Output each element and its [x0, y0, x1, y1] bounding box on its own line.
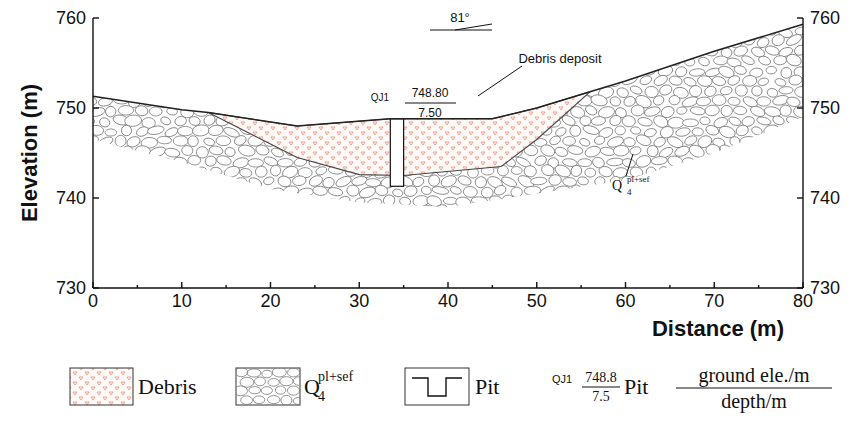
tick-label: 60: [615, 292, 635, 310]
stratum-superscript: pl+sef: [627, 175, 650, 184]
legend-label: Debris: [138, 376, 197, 398]
tick-label: 730: [810, 279, 840, 297]
axis-title: Elevation (m): [19, 84, 41, 222]
tick-label: 760: [810, 9, 840, 27]
tick-label: 760: [56, 9, 86, 27]
tick-label: 10: [172, 292, 192, 310]
ground-elevation: 748.80: [412, 87, 449, 99]
tick-label: 50: [527, 292, 547, 310]
tick-label: 740: [810, 189, 840, 207]
stratum-code: Q: [612, 179, 622, 193]
tick-label: 20: [260, 292, 280, 310]
tick-label: 750: [56, 99, 86, 117]
tick-label: 740: [56, 189, 86, 207]
tick-label: 730: [56, 279, 86, 297]
tick-label: 0: [88, 292, 98, 310]
legend-label: Q: [304, 376, 320, 398]
tick-label: 80: [793, 292, 813, 310]
ground-elevation: 748.8: [585, 371, 617, 385]
axis-title: Distance (m): [652, 318, 784, 340]
pit-id: QJ1: [552, 374, 572, 385]
legend-note: ground ele./m: [698, 365, 809, 385]
pit-depth: 7.5: [592, 390, 610, 404]
pit-depth: 7.50: [418, 107, 441, 119]
legend-label: Pit: [475, 376, 499, 398]
dip-angle: 81°: [450, 11, 470, 24]
tick-label: 30: [349, 292, 369, 310]
legend-note: depth/m: [721, 391, 787, 411]
tick-label: 40: [438, 292, 458, 310]
tick-label: 750: [810, 99, 840, 117]
pit-id: QJ1: [371, 93, 389, 103]
stratum-superscript: pl+sef: [318, 370, 353, 384]
layer-name: Debris deposit: [518, 52, 601, 65]
stratum-subscript: 4: [627, 188, 632, 197]
tick-label: 70: [704, 292, 724, 310]
legend-label: Pit: [624, 376, 648, 398]
